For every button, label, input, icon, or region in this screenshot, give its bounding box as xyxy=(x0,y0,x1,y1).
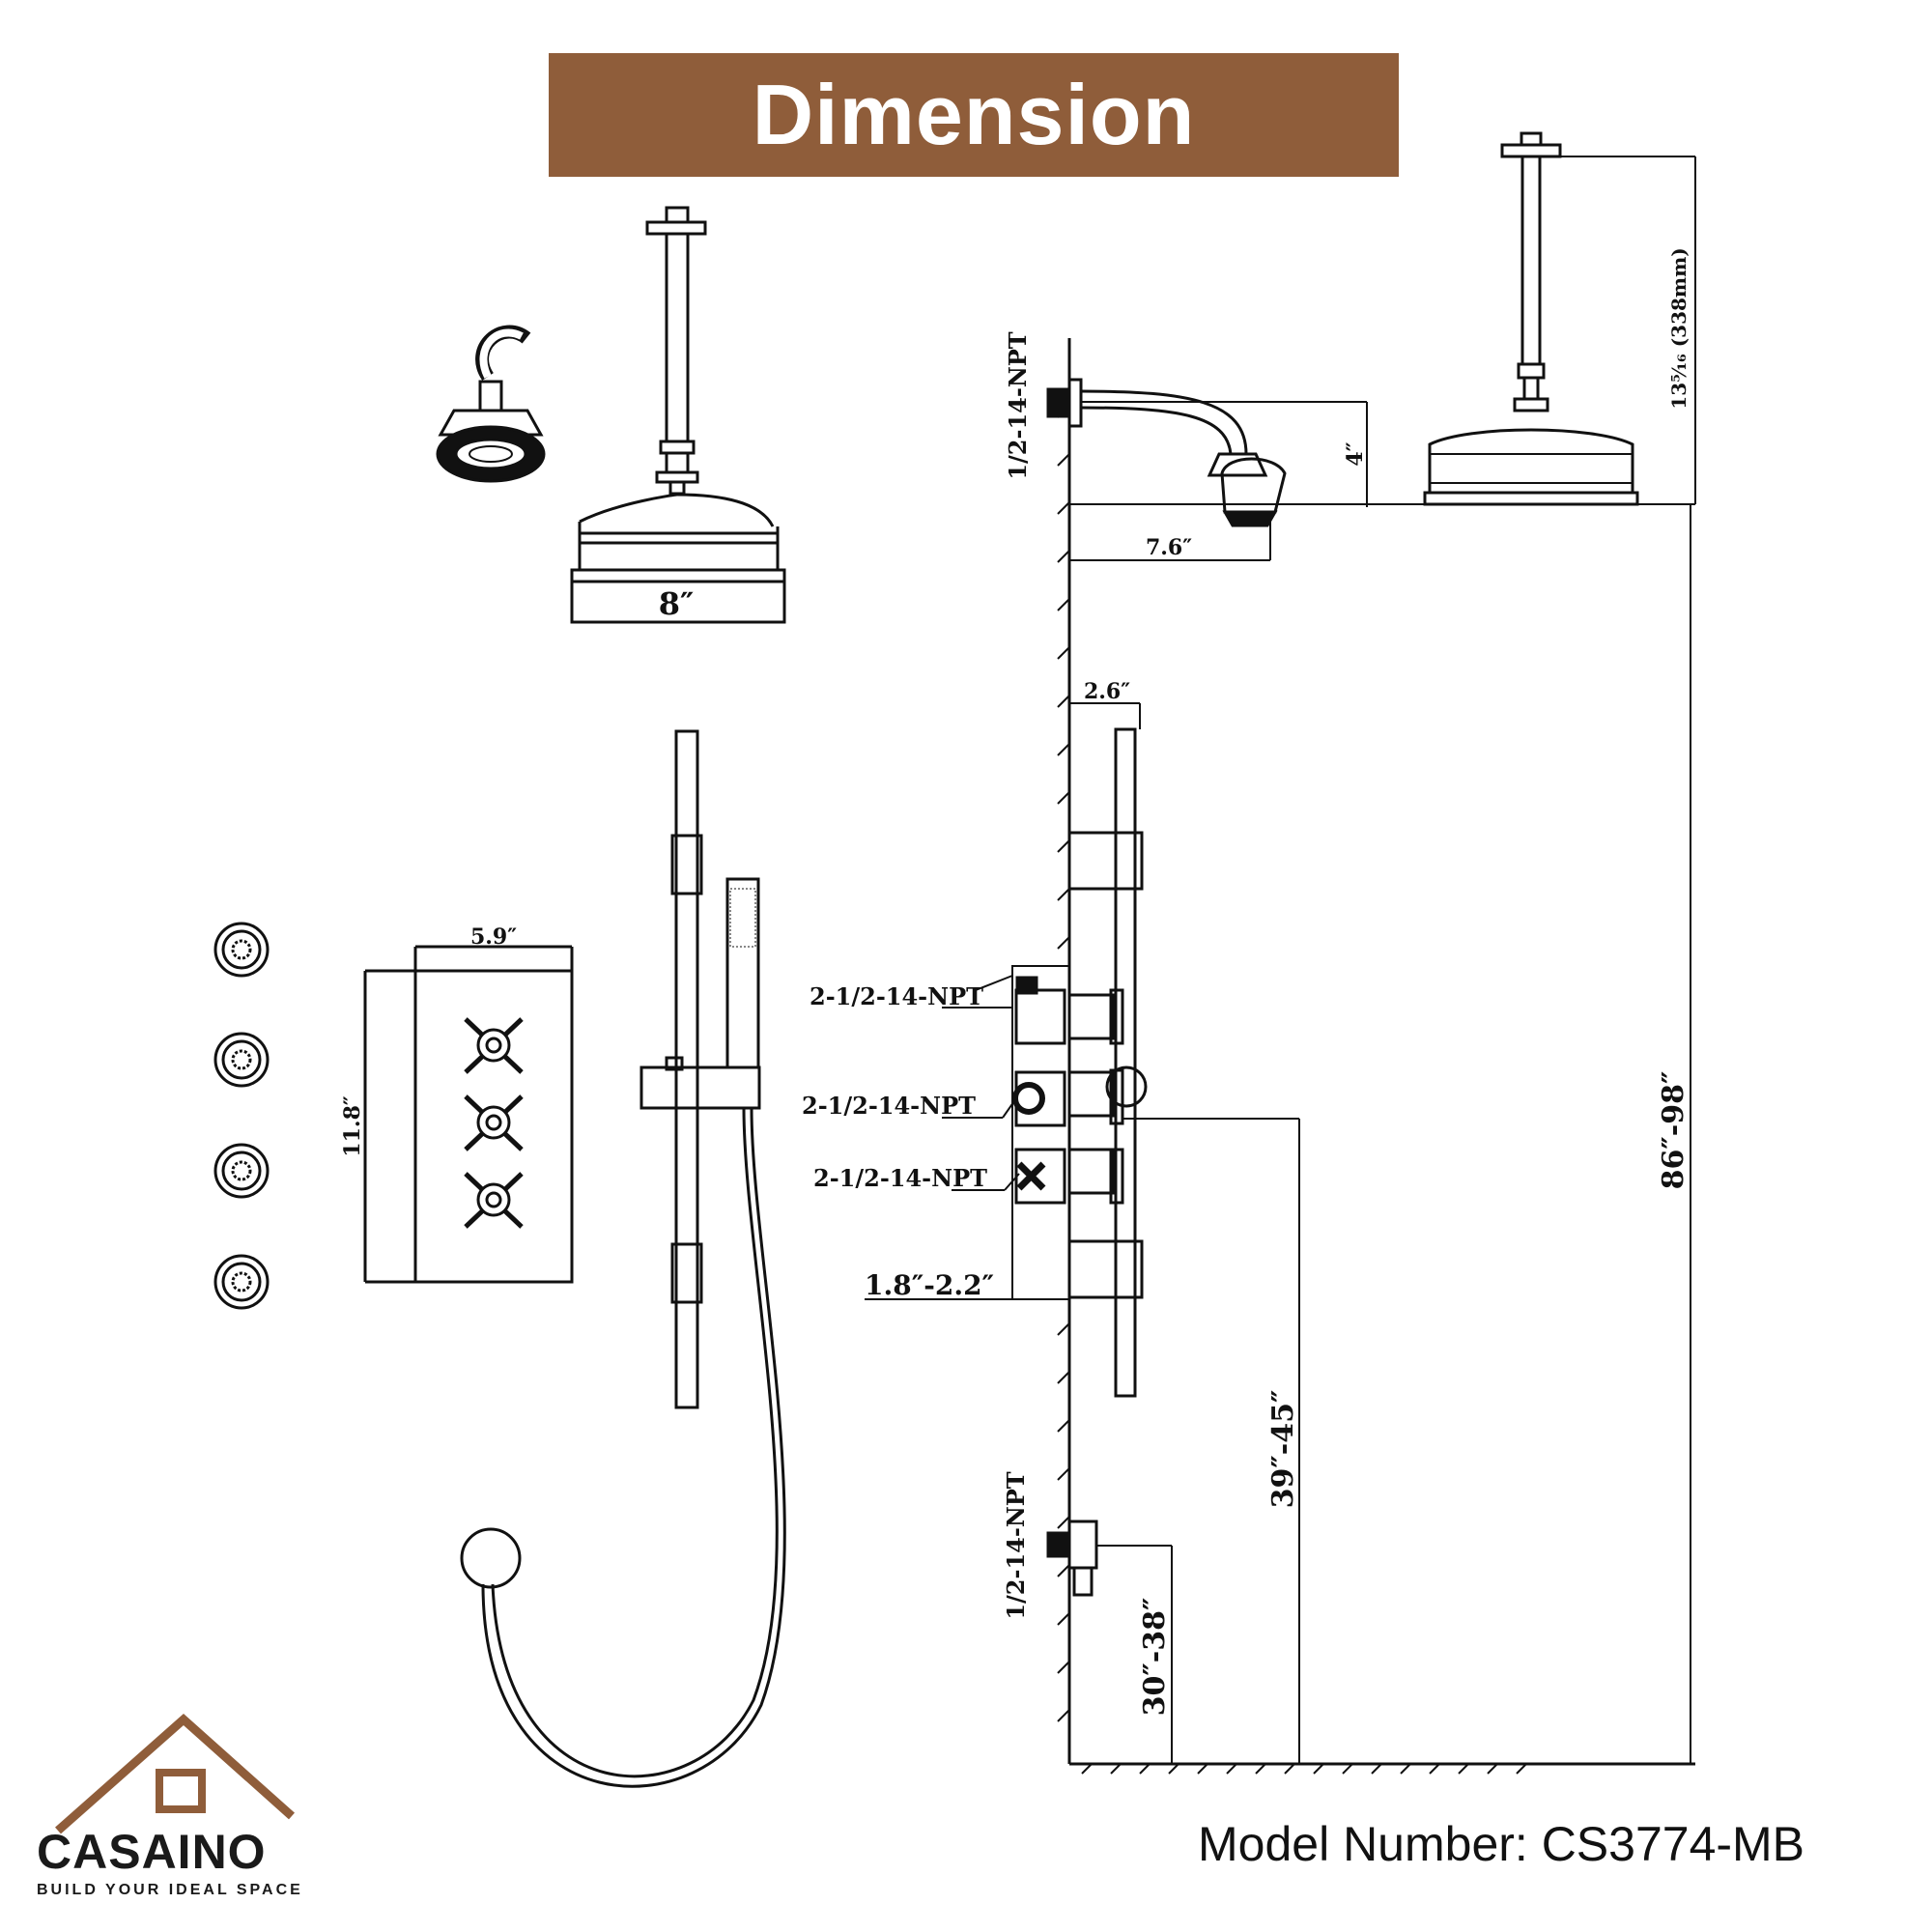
bottom-inlet-label: 1/2-14-NPT xyxy=(1002,1471,1030,1619)
valve-height-label: 39″-45″ xyxy=(1266,1390,1300,1509)
small-shower-head-illustration xyxy=(436,325,546,483)
arm-drop-label: 4″ xyxy=(1343,441,1368,466)
valve-port-2-label: 2-1/2-14-NPT xyxy=(802,1092,976,1120)
page-title: Dimension xyxy=(752,67,1196,162)
ceiling-height-label: 86″-98″ xyxy=(1657,1071,1690,1190)
outlet-height-label: 30″-38″ xyxy=(1138,1598,1172,1717)
arm-reach-label: 7.6″ xyxy=(1146,535,1192,560)
valve-port-1-label: 2-1/2-14-NPT xyxy=(810,982,983,1010)
installation-elevation: 4″ 7.6″ 1/2-14-NPT 13⁵⁄₁₆ (338mm) 86″-98… xyxy=(802,131,1696,1775)
trim-width-label: 5.9″ xyxy=(470,924,517,950)
brand-name: CASAINO xyxy=(37,1825,267,1879)
body-jets-illustration xyxy=(213,922,270,1310)
title-banner: Dimension xyxy=(549,53,1399,177)
ceiling-arm-label: 13⁵⁄₁₆ (338mm) xyxy=(1667,247,1690,409)
slide-bar-illustration xyxy=(460,729,786,1788)
brand-tagline: BUILD YOUR IDEAL SPACE xyxy=(37,1882,303,1898)
valve-port-3-label: 2-1/2-14-NPT xyxy=(813,1164,987,1192)
top-inlet-label: 1/2-14-NPT xyxy=(1004,331,1032,479)
trim-plate-illustration: 5.9″ 11.8″ xyxy=(340,924,574,1284)
bar-depth-label: 2.6″ xyxy=(1084,679,1130,704)
trim-height-label: 11.8″ xyxy=(340,1095,365,1157)
rain-head-illustration: 8″ xyxy=(570,206,786,624)
rain-head-width-label: 8″ xyxy=(659,585,695,622)
model-number: Model Number: CS3774-MB xyxy=(1198,1817,1805,1871)
wall-depth-label: 1.8″-2.2″ xyxy=(865,1269,994,1301)
brand-logo-icon xyxy=(55,1713,295,1834)
